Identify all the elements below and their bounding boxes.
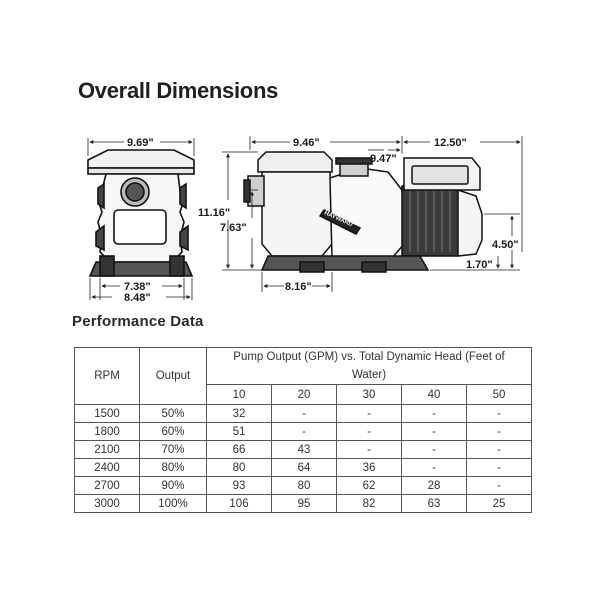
head-value-40: 40 — [401, 384, 467, 405]
dim-side-inlet-height: 7.63" — [220, 222, 247, 234]
head-value-20: 20 — [271, 384, 337, 405]
gpm-cell: 106 — [206, 494, 272, 513]
output-cell: 60% — [139, 422, 207, 441]
performance-title: Performance Data — [72, 313, 204, 330]
gpm-cell: 80 — [271, 476, 337, 495]
rpm-cell: 2700 — [74, 476, 140, 495]
rpm-cell: 2100 — [74, 440, 140, 459]
dim-side-right-upper: 4.50" — [492, 239, 519, 251]
dim-side-bottom: 8.16" — [285, 281, 312, 293]
performance-table: RPM Output Pump Output (GPM) vs. Total D… — [74, 347, 532, 513]
rpm-cell: 3000 — [74, 494, 140, 513]
gpm-cell: - — [271, 422, 337, 441]
pump-side-view — [243, 151, 483, 273]
gpm-cell: 28 — [401, 476, 467, 495]
gpm-cell: - — [336, 422, 402, 441]
gpm-cell: - — [336, 440, 402, 459]
output-cell: 70% — [139, 440, 207, 459]
gpm-cell: 36 — [336, 458, 402, 477]
col-group-header: Pump Output (GPM) vs. Total Dynamic Head… — [206, 347, 532, 385]
gpm-cell: 66 — [206, 440, 272, 459]
output-cell: 100% — [139, 494, 207, 513]
gpm-cell: 93 — [206, 476, 272, 495]
gpm-cell: - — [466, 476, 532, 495]
gpm-cell: - — [401, 458, 467, 477]
gpm-cell: 43 — [271, 440, 337, 459]
gpm-cell: - — [336, 404, 402, 423]
gpm-cell: 95 — [271, 494, 337, 513]
gpm-cell: 80 — [206, 458, 272, 477]
gpm-cell: 32 — [206, 404, 272, 423]
gpm-cell: 63 — [401, 494, 467, 513]
dim-side-top-left: 9.46" — [293, 137, 320, 149]
gpm-cell: - — [466, 440, 532, 459]
gpm-cell: - — [466, 458, 532, 477]
gpm-cell: - — [401, 422, 467, 441]
gpm-cell: 62 — [336, 476, 402, 495]
col-output-header: Output — [139, 347, 207, 405]
gpm-cell: - — [466, 404, 532, 423]
dim-side-mid-top: 9.47" — [370, 153, 397, 165]
dim-side-right-lower: 1.70" — [466, 259, 493, 271]
gpm-cell: - — [271, 404, 337, 423]
gpm-cell: - — [401, 404, 467, 423]
front-dimension-lines — [87, 138, 195, 300]
dim-side-total-height: 11.16" — [198, 207, 230, 219]
output-cell: 80% — [139, 458, 207, 477]
head-value-50: 50 — [466, 384, 532, 405]
table-header-row: RPM Output Pump Output (GPM) vs. Total D… — [74, 347, 532, 405]
col-rpm-header: RPM — [74, 347, 140, 405]
rpm-cell: 1800 — [74, 422, 140, 441]
gpm-cell: 64 — [271, 458, 337, 477]
head-value-30: 30 — [336, 384, 402, 405]
head-value-10: 10 — [206, 384, 272, 405]
pump-front-view — [87, 149, 195, 277]
rpm-cell: 2400 — [74, 458, 140, 477]
dim-front-top: 9.69" — [127, 137, 154, 149]
output-cell: 90% — [139, 476, 207, 495]
page-title: Overall Dimensions — [78, 78, 279, 103]
gpm-cell: 82 — [336, 494, 402, 513]
dim-side-top-right: 12.50" — [434, 137, 467, 149]
output-cell: 50% — [139, 404, 207, 423]
dim-front-outer: 8.48" — [124, 292, 151, 304]
gpm-cell: 51 — [206, 422, 272, 441]
gpm-cell: - — [466, 422, 532, 441]
gpm-cell: - — [401, 440, 467, 459]
dim-front-inner: 7.38" — [124, 281, 151, 293]
rpm-cell: 1500 — [74, 404, 140, 423]
side-dimension-lines — [222, 136, 523, 292]
gpm-cell: 25 — [466, 494, 532, 513]
